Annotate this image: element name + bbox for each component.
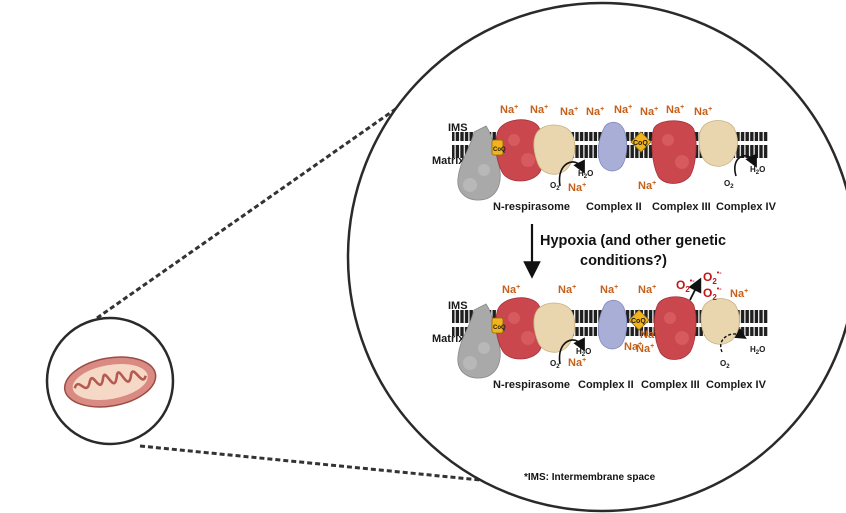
o2-label-bottom-1: O2 <box>550 359 560 370</box>
svg-text:Na+: Na+ <box>568 357 586 369</box>
sodium-ions-top-ims: Na+ Na+ Na+ Na+ Na+ Na+ Na+ Na+ <box>500 104 712 118</box>
label-complex-iv-top: Complex IV <box>716 201 777 213</box>
svg-text:O2•-: O2•- <box>703 270 722 286</box>
svg-text:Na+: Na+ <box>558 284 576 296</box>
coq-diamond <box>630 131 652 153</box>
hypoxia-title-line1: Hypoxia (and other genetic <box>540 233 726 249</box>
o2-label-bottom-2: O2 <box>720 359 730 370</box>
svg-text:Na+: Na+ <box>568 182 586 194</box>
complex-iii-bottom <box>654 296 697 360</box>
svg-text:CoQ: CoQ <box>493 147 506 153</box>
svg-text:O2•-: O2•- <box>676 278 695 294</box>
svg-text:Na+: Na+ <box>730 288 748 300</box>
complex-iii <box>651 120 697 184</box>
svg-text:CoQ: CoQ <box>493 325 506 331</box>
svg-text:Na+: Na+ <box>638 180 656 192</box>
label-complex-iii-top: Complex III <box>652 201 711 213</box>
svg-text:Na+: Na+ <box>600 284 618 296</box>
svg-text:Na+: Na+ <box>586 106 604 118</box>
label-n-respirasome-top: N-respirasome <box>493 201 570 213</box>
top-panel: IMS Matrix CoQ CoQ O2 H2O O2 H2O <box>432 104 777 213</box>
svg-text:Na+: Na+ <box>636 343 654 355</box>
sodium-ions-bottom-ims: Na+ Na+ Na+ Na+ Na+ <box>502 284 748 300</box>
svg-text:Na+: Na+ <box>614 104 632 116</box>
svg-text:Na+: Na+ <box>694 106 712 118</box>
footnote: *IMS: Intermembrane space <box>524 472 656 483</box>
o2-label-top-2: O2 <box>724 179 734 190</box>
label-n-respirasome-bottom: N-respirasome <box>493 379 570 391</box>
coq-diamond-bottom <box>628 309 650 331</box>
mitochondrion-icon <box>63 356 157 408</box>
svg-text:O2•-: O2•- <box>703 286 722 302</box>
sodium-ions-top-matrix: Na+ Na+ <box>568 180 656 194</box>
ims-label-bottom: IMS <box>448 300 468 312</box>
svg-text:Na+: Na+ <box>560 106 578 118</box>
svg-text:Na+: Na+ <box>502 284 520 296</box>
hypoxia-title-line2: conditions?) <box>580 253 667 269</box>
complex-iv <box>698 120 738 167</box>
svg-text:Na+: Na+ <box>530 104 548 116</box>
svg-text:Na+: Na+ <box>666 104 684 116</box>
svg-text:Na+: Na+ <box>640 106 658 118</box>
svg-text:Na+: Na+ <box>624 341 642 353</box>
complex-i <box>495 119 545 182</box>
o2-label-top-1: O2 <box>550 181 560 192</box>
respirasome-complex-iv-bottom <box>533 302 576 353</box>
complex-ii-bottom <box>597 299 628 350</box>
sodium-ions-bottom-matrix: Na+ Na+ Na+ Na+ <box>568 329 658 369</box>
label-complex-ii-top: Complex II <box>586 201 642 213</box>
svg-text:Na+: Na+ <box>638 284 656 296</box>
respirasome-complex-iv <box>533 124 576 175</box>
label-complex-ii-bottom: Complex II <box>578 379 634 391</box>
svg-text:CoQ: CoQ <box>633 140 648 147</box>
ims-label: IMS <box>448 122 468 134</box>
bottom-panel: IMS Matrix CoQ CoQ O2 H2O O2 H2O O2•- O2… <box>432 270 768 391</box>
superoxide-labels: O2•- O2•- O2•- <box>676 270 722 302</box>
coq-small <box>491 139 504 156</box>
h2o-label-bottom-2: H2O <box>750 345 765 356</box>
label-complex-iii-bottom: Complex III <box>641 379 700 391</box>
complex-i-bottom <box>495 297 545 360</box>
coq-small-bottom <box>491 317 504 334</box>
h2o-label-bottom-1: H2O <box>576 347 591 358</box>
label-complex-iv-bottom: Complex IV <box>706 379 767 391</box>
svg-text:Na+: Na+ <box>640 329 658 341</box>
zoom-line-top <box>96 76 441 320</box>
svg-text:CoQ: CoQ <box>631 318 646 325</box>
svg-text:Na+: Na+ <box>500 104 518 116</box>
complex-iv-bottom <box>700 298 740 345</box>
h2o-label-top-2: H2O <box>750 165 765 176</box>
h2o-label-top-1: H2O <box>578 169 593 180</box>
matrix-label: Matrix <box>432 155 465 167</box>
complex-ii <box>597 121 628 172</box>
matrix-label-bottom: Matrix <box>432 333 465 345</box>
